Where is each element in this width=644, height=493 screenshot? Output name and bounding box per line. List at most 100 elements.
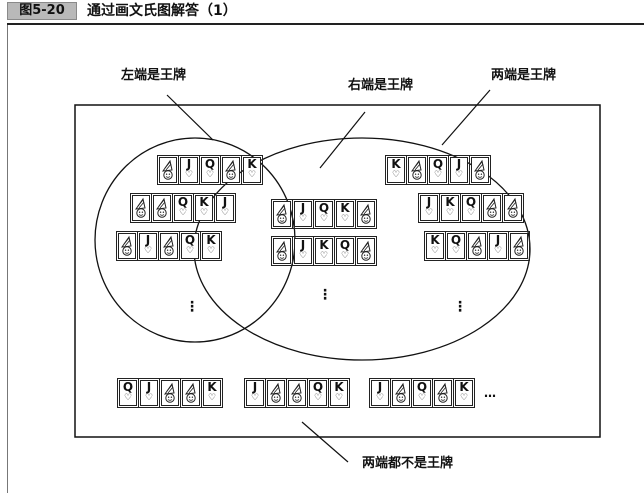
joker-icon <box>133 197 149 225</box>
card-rank: J <box>222 195 228 209</box>
joker-icon <box>409 159 425 187</box>
heart-icon: ♡ <box>454 170 464 180</box>
card-rank: Q <box>318 201 330 215</box>
heart-icon: ♡ <box>178 208 188 218</box>
card-rank: J <box>186 157 192 171</box>
joker-card <box>355 199 377 229</box>
playing-card: Q♡ <box>427 155 449 185</box>
heart-icon: ♡ <box>375 393 385 403</box>
continuation-ellipsis-bottom: … <box>484 386 496 400</box>
card-rank: J <box>456 157 462 171</box>
playing-card: Q♡ <box>179 231 201 261</box>
joker-card <box>390 378 412 408</box>
card-rank: K <box>199 195 209 209</box>
card-rank: J <box>252 380 258 394</box>
joker-icon <box>274 240 290 268</box>
playing-card: K♡ <box>200 231 222 261</box>
joker-card <box>158 231 180 261</box>
heart-icon: ♡ <box>340 214 350 224</box>
label-both-ends-king: 两端是王牌 <box>491 68 557 83</box>
card-row: J♡K♡Q♡ <box>418 193 524 223</box>
playing-card: K♡ <box>328 378 350 408</box>
joker-card <box>508 231 530 261</box>
card-rank: Q <box>450 233 462 247</box>
playing-card: K♡ <box>424 231 446 261</box>
playing-card: Q♡ <box>334 236 356 266</box>
card-row: J♡Q♡K♡ <box>369 378 475 410</box>
joker-card <box>355 236 377 266</box>
card-rank: J <box>145 233 151 247</box>
playing-card: Q♡ <box>460 193 482 223</box>
playing-card: K♡ <box>334 199 356 229</box>
card-rank: J <box>377 380 383 394</box>
joker-card <box>220 155 242 185</box>
joker-icon <box>511 235 527 263</box>
leader-left <box>166 94 214 141</box>
figure-header: 图5-20 通过画文氏图解答（1） <box>0 0 644 22</box>
playing-card: K♡ <box>439 193 461 223</box>
playing-card: Q♡ <box>199 155 221 185</box>
continuation-dots-center: ⋮ <box>318 287 332 303</box>
joker-card <box>469 155 491 185</box>
card-row: J♡Q♡K♡ <box>271 199 377 231</box>
playing-card: Q♡ <box>313 199 335 229</box>
card-rank: J <box>495 233 501 247</box>
continuation-dots-right: ⋮ <box>453 299 467 315</box>
playing-card: J♡ <box>487 231 509 261</box>
joker-icon <box>119 235 135 263</box>
joker-card <box>271 236 293 266</box>
card-row: J♡Q♡K♡ <box>244 378 350 408</box>
heart-icon: ♡ <box>466 208 476 218</box>
label-neither-end-king: 两端都不是王牌 <box>362 456 454 471</box>
joker-icon <box>435 382 451 410</box>
figure-frame <box>7 25 637 493</box>
card-rank: J <box>300 201 306 215</box>
joker-card <box>116 231 138 261</box>
heart-icon: ♡ <box>451 246 461 256</box>
figure-title: 通过画文氏图解答（1） <box>87 3 237 19</box>
heart-icon: ♡ <box>298 214 308 224</box>
heart-icon: ♡ <box>220 208 230 218</box>
joker-icon <box>274 203 290 231</box>
heart-icon: ♡ <box>319 251 329 261</box>
joker-icon <box>472 159 488 187</box>
heart-icon: ♡ <box>184 170 194 180</box>
joker-icon <box>162 382 178 410</box>
joker-card <box>265 378 287 408</box>
label-left-end-king: 左端是王牌 <box>121 68 187 83</box>
playing-card: K♡ <box>241 155 263 185</box>
playing-card: Q♡ <box>307 378 329 408</box>
heart-icon: ♡ <box>250 393 260 403</box>
heart-icon: ♡ <box>144 393 154 403</box>
card-rank: K <box>319 238 329 252</box>
playing-card: J♡ <box>448 155 470 185</box>
card-rank: J <box>146 380 152 394</box>
heart-icon: ♡ <box>424 208 434 218</box>
playing-card: Q♡ <box>411 378 433 408</box>
playing-card: K♡ <box>453 378 475 408</box>
card-row: J♡K♡Q♡ <box>271 236 377 266</box>
joker-card <box>151 193 173 223</box>
heart-icon: ♡ <box>143 246 153 256</box>
joker-card <box>286 378 308 408</box>
heart-icon: ♡ <box>334 393 344 403</box>
joker-icon <box>268 382 284 410</box>
card-rank: K <box>445 195 455 209</box>
heart-icon: ♡ <box>313 393 323 403</box>
card-rank: K <box>391 157 401 171</box>
label-right-end-king: 右端是王牌 <box>348 78 414 93</box>
joker-card <box>481 193 503 223</box>
joker-icon <box>223 159 239 187</box>
heart-icon: ♡ <box>417 393 427 403</box>
joker-card <box>159 378 181 408</box>
heart-icon: ♡ <box>340 251 350 261</box>
joker-card <box>180 378 202 408</box>
joker-card <box>157 155 179 185</box>
joker-icon <box>161 235 177 263</box>
card-rank: Q <box>122 380 134 394</box>
joker-card <box>466 231 488 261</box>
card-rank: Q <box>204 157 216 171</box>
heart-icon: ♡ <box>430 246 440 256</box>
joker-icon <box>160 159 176 187</box>
heart-icon: ♡ <box>391 170 401 180</box>
